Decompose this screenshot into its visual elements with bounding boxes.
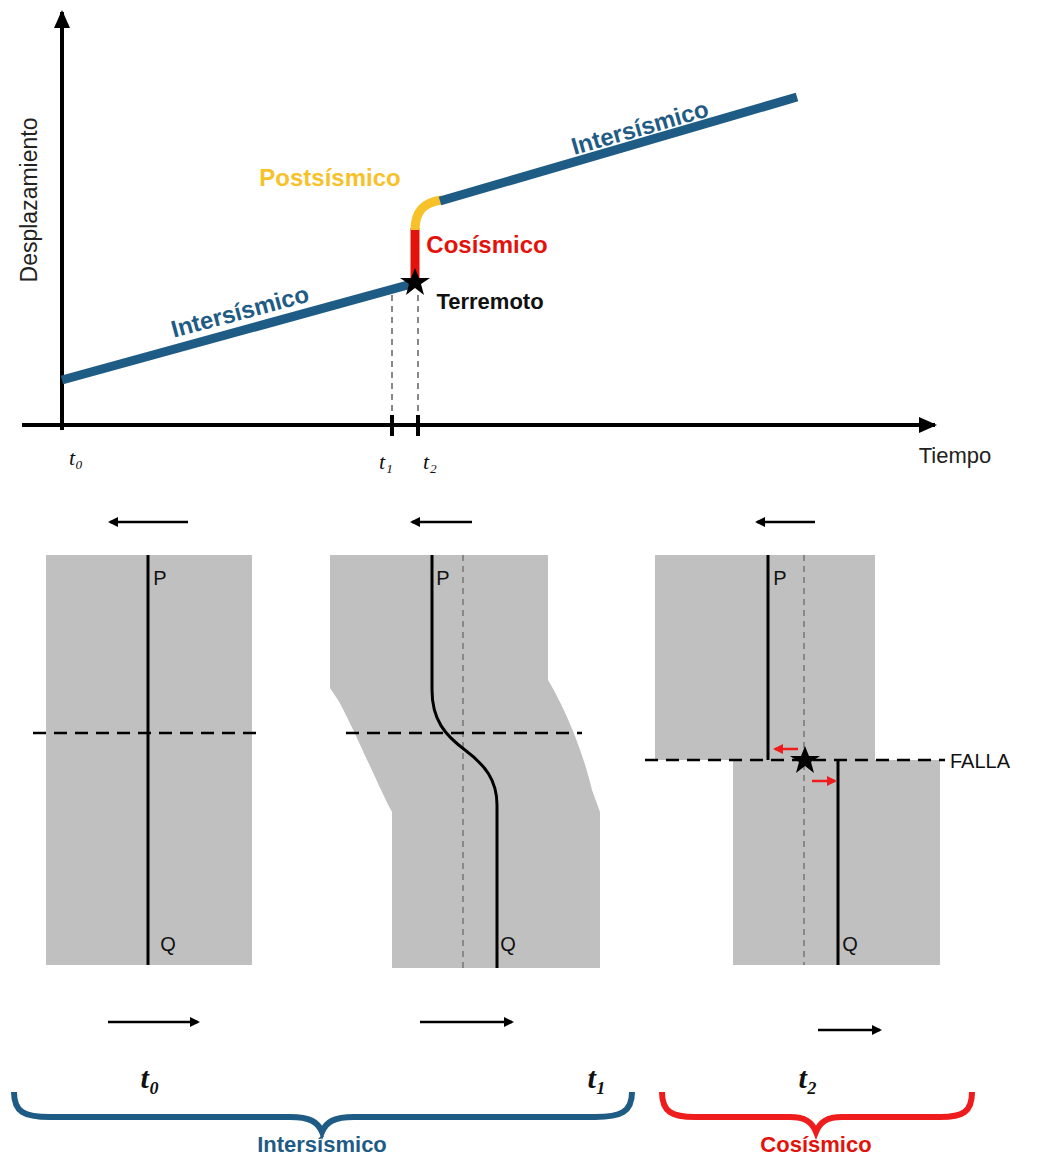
block-t2 xyxy=(645,522,945,1030)
point-label: P xyxy=(436,567,449,589)
earthquake-star xyxy=(400,268,430,295)
event-label: Terremoto xyxy=(436,290,543,314)
graph-axes xyxy=(22,12,935,436)
point-label: P xyxy=(153,567,166,589)
axis-title: Desplazamiento xyxy=(17,118,42,283)
time-tick: t₂ xyxy=(423,450,437,474)
displacement-curve xyxy=(62,97,797,380)
point-label: Q xyxy=(842,933,858,955)
phase-label: Postsísmico xyxy=(259,165,400,191)
stage-label: t₂ xyxy=(799,1061,818,1094)
time-tick: t₀ xyxy=(69,446,83,470)
stage-label: t₀ xyxy=(141,1061,160,1094)
block-t0 xyxy=(33,522,262,1022)
time-tick: t₁ xyxy=(379,450,393,474)
point-label: Q xyxy=(500,933,516,955)
phase-label: Cosísmico xyxy=(426,232,547,258)
point-label: Q xyxy=(160,933,176,955)
interseismic-bracket xyxy=(14,1092,632,1132)
bracket-label: Intersísmico xyxy=(257,1133,387,1157)
point-label: P xyxy=(773,567,786,589)
axis-title: Tiempo xyxy=(919,444,992,468)
stage-label: t₁ xyxy=(588,1061,607,1094)
coseismic-bracket xyxy=(662,1092,972,1132)
bracket-label: Cosísmico xyxy=(760,1133,871,1157)
fault-label: FALLA xyxy=(950,750,1010,772)
block-t1 xyxy=(330,522,600,1022)
